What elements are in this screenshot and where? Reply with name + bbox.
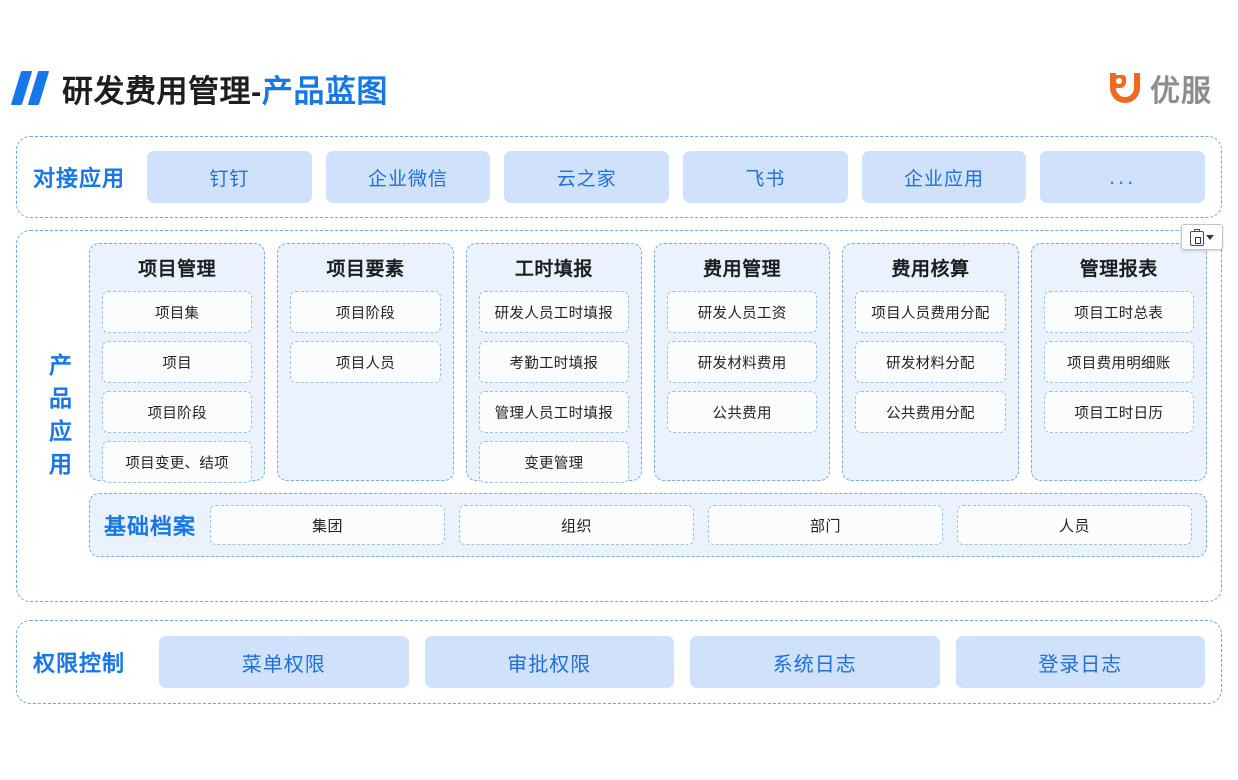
paste-options-button[interactable] bbox=[1181, 224, 1223, 250]
product-column-expense-accounting: 费用核算 项目人员费用分配 研发材料分配 公共费用分配 bbox=[842, 243, 1019, 481]
column-item[interactable]: 项目集 bbox=[102, 291, 253, 333]
column-item[interactable]: 项目工时总表 bbox=[1043, 291, 1194, 333]
column-item[interactable]: 公共费用分配 bbox=[855, 391, 1006, 433]
column-title: 项目要素 bbox=[326, 259, 405, 280]
column-items: 项目集 项目 项目阶段 项目变更、结项 bbox=[102, 291, 253, 483]
integration-item-more[interactable]: ... bbox=[1040, 151, 1206, 203]
column-item[interactable]: 项目人员费用分配 bbox=[855, 291, 1006, 333]
brand-logo: 优服 bbox=[1108, 66, 1212, 110]
column-title: 费用管理 bbox=[703, 259, 782, 280]
column-items: 研发人员工资 研发材料费用 公共费用 bbox=[666, 291, 818, 433]
column-item[interactable]: 项目 bbox=[102, 341, 253, 383]
product-application-label-text: 产品应用 bbox=[45, 352, 72, 485]
product-column-project-management: 项目管理 项目集 项目 项目阶段 项目变更、结项 bbox=[89, 243, 266, 483]
column-title: 管理报表 bbox=[1079, 259, 1158, 280]
permission-control-list: 菜单权限 审批权限 系统日志 登录日志 bbox=[159, 636, 1206, 688]
basic-archives-item-organization[interactable]: 组织 bbox=[459, 505, 695, 545]
brand-logo-text: 优服 bbox=[1150, 75, 1212, 108]
integrations-section: 对接应用 钉钉 企业微信 云之家 飞书 企业应用 ... bbox=[16, 136, 1222, 218]
integration-item-enterprise-app[interactable]: 企业应用 bbox=[861, 151, 1027, 203]
column-item[interactable]: 研发人员工时填报 bbox=[478, 291, 629, 333]
permission-item-menu[interactable]: 菜单权限 bbox=[159, 636, 409, 688]
column-item[interactable]: 项目变更、结项 bbox=[102, 441, 253, 483]
page-title-accent: 产品蓝图 bbox=[261, 73, 388, 109]
column-items: 项目人员费用分配 研发材料分配 公共费用分配 bbox=[855, 291, 1006, 433]
clipboard-icon bbox=[1190, 228, 1204, 246]
product-column-management-reports: 管理报表 项目工时总表 项目费用明细账 项目工时日历 bbox=[1030, 243, 1207, 481]
column-item[interactable]: 研发材料分配 bbox=[855, 341, 1006, 383]
page-title-separator: - bbox=[251, 73, 262, 109]
column-item[interactable]: 项目费用明细账 bbox=[1043, 341, 1194, 383]
integration-item-wecom[interactable]: 企业微信 bbox=[325, 151, 491, 203]
permission-item-system-log[interactable]: 系统日志 bbox=[690, 636, 940, 688]
integration-item-dingtalk[interactable]: 钉钉 bbox=[147, 151, 312, 203]
product-column-project-elements: 项目要素 项目阶段 项目人员 bbox=[277, 243, 454, 481]
column-item[interactable]: 项目人员 bbox=[290, 341, 441, 383]
column-items: 项目阶段 项目人员 bbox=[290, 291, 441, 383]
product-application-label: 产品应用 bbox=[27, 243, 89, 589]
integration-item-yunzhijia[interactable]: 云之家 bbox=[504, 151, 670, 203]
basic-archives-item-group[interactable]: 集团 bbox=[210, 505, 446, 545]
column-items: 项目工时总表 项目费用明细账 项目工时日历 bbox=[1043, 291, 1194, 433]
column-item[interactable]: 研发材料费用 bbox=[666, 341, 818, 383]
product-columns: 项目管理 项目集 项目 项目阶段 项目变更、结项 项目要素 项目阶段 项目人员 bbox=[89, 243, 1207, 483]
column-item[interactable]: 项目工时日历 bbox=[1043, 391, 1194, 433]
product-application-body: 项目管理 项目集 项目 项目阶段 项目变更、结项 项目要素 项目阶段 项目人员 bbox=[89, 243, 1207, 589]
chevron-down-icon[interactable] bbox=[1206, 234, 1214, 240]
permission-control-section: 权限控制 菜单权限 审批权限 系统日志 登录日志 bbox=[16, 620, 1222, 704]
basic-archives-list: 集团 组织 部门 人员 bbox=[210, 505, 1193, 545]
column-item[interactable]: 项目阶段 bbox=[290, 291, 441, 333]
page-header: 研发费用管理-产品蓝图 优服 bbox=[0, 58, 1238, 118]
column-item[interactable]: 管理人员工时填报 bbox=[478, 391, 629, 433]
product-column-timesheet: 工时填报 研发人员工时填报 考勤工时填报 管理人员工时填报 变更管理 bbox=[465, 243, 642, 483]
basic-archives-label: 基础档案 bbox=[104, 514, 197, 539]
column-items: 研发人员工时填报 考勤工时填报 管理人员工时填报 变更管理 bbox=[478, 291, 629, 483]
column-title: 项目管理 bbox=[138, 259, 217, 280]
page-title-main: 研发费用管理 bbox=[62, 73, 251, 109]
permission-item-login-log[interactable]: 登录日志 bbox=[955, 636, 1206, 688]
basic-archives-section: 基础档案 集团 组织 部门 人员 bbox=[89, 493, 1207, 557]
page-title: 研发费用管理-产品蓝图 bbox=[62, 66, 388, 111]
integrations-list: 钉钉 企业微信 云之家 飞书 企业应用 ... bbox=[147, 151, 1206, 203]
product-column-expense-management: 费用管理 研发人员工资 研发材料费用 公共费用 bbox=[653, 243, 831, 481]
double-slash-icon bbox=[10, 71, 50, 105]
column-title: 费用核算 bbox=[891, 259, 970, 280]
basic-archives-item-personnel[interactable]: 人员 bbox=[957, 505, 1193, 545]
product-application-section: 产品应用 项目管理 项目集 项目 项目阶段 项目变更、结项 项目要素 bbox=[16, 230, 1222, 602]
column-item[interactable]: 研发人员工资 bbox=[666, 291, 818, 333]
column-item[interactable]: 考勤工时填报 bbox=[478, 341, 629, 383]
integration-item-feishu[interactable]: 飞书 bbox=[683, 151, 848, 203]
integrations-label: 对接应用 bbox=[33, 166, 126, 191]
youfu-logo-icon bbox=[1108, 71, 1142, 105]
basic-archives-item-department[interactable]: 部门 bbox=[708, 505, 944, 545]
column-item[interactable]: 项目阶段 bbox=[102, 391, 253, 433]
column-item[interactable]: 变更管理 bbox=[478, 441, 629, 483]
column-title: 工时填报 bbox=[514, 259, 593, 280]
permission-control-label: 权限控制 bbox=[33, 651, 126, 676]
permission-item-approval[interactable]: 审批权限 bbox=[424, 636, 675, 688]
column-item[interactable]: 公共费用 bbox=[666, 391, 818, 433]
